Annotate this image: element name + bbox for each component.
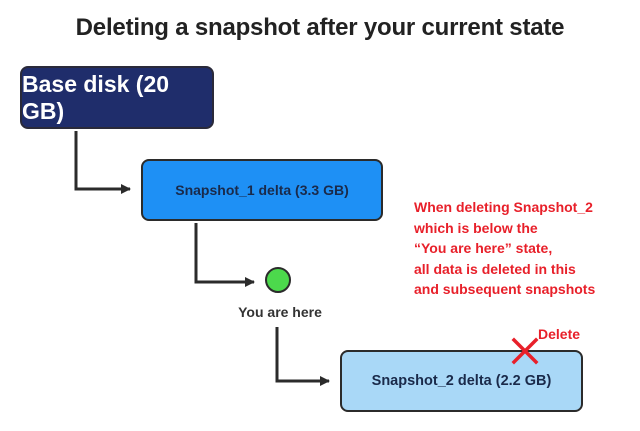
note-line: When deleting Snapshot_2 (414, 199, 593, 215)
snapshot2-node: Snapshot_2 delta (2.2 GB) (340, 350, 583, 412)
snapshot1-node: Snapshot_1 delta (3.3 GB) (141, 159, 383, 221)
snapshot2-label: Snapshot_2 delta (2.2 GB) (371, 373, 552, 389)
note-line: “You are here” state, (414, 240, 553, 256)
arrow-base-to-snapshot1 (74, 131, 131, 194)
snapshot1-label: Snapshot_1 delta (3.3 GB) (175, 182, 349, 198)
note-line: all data is deleted in this (414, 260, 576, 277)
arrow-snapshot1-to-current (194, 223, 255, 287)
current-state-dot-icon (265, 267, 291, 293)
x-mark-icon (511, 337, 539, 365)
note-line: and subsequent snapshots (414, 281, 596, 297)
current-state-label: You are here (238, 304, 322, 320)
arrow-current-to-snapshot2 (275, 327, 330, 386)
note-line: which is below the (414, 219, 538, 236)
deletion-note: When deleting Snapshot_2 which is below … (414, 197, 640, 300)
base-disk-node: Base disk (20 GB) (20, 66, 214, 129)
delete-label: Delete (538, 326, 581, 342)
base-disk-label: Base disk (20 GB) (22, 70, 170, 124)
diagram-title: Deleting a snapshot after your current s… (75, 14, 565, 41)
